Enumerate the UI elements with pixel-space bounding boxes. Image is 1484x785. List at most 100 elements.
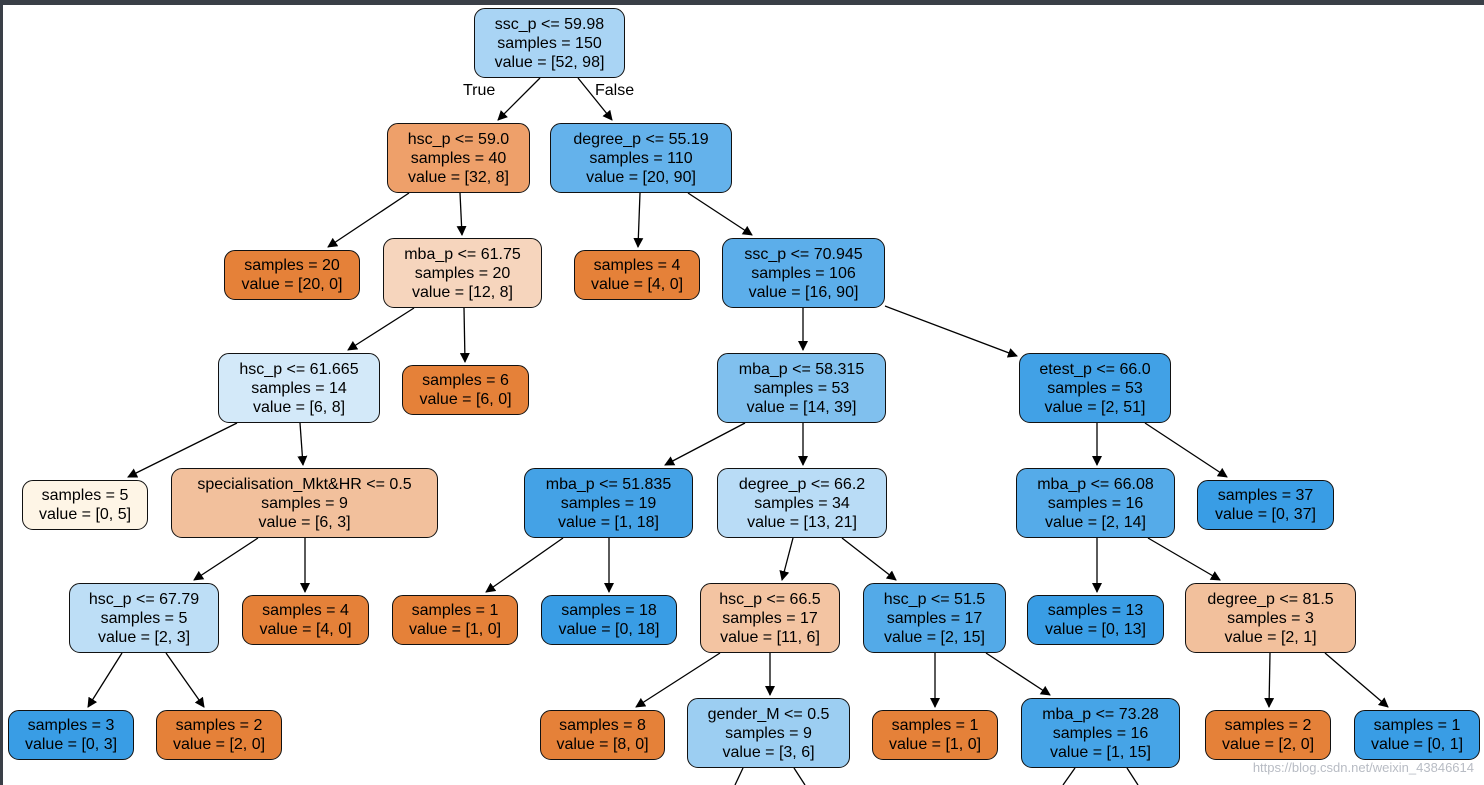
node-line: hsc_p <= 61.665 (239, 360, 359, 378)
node-line: value = [2, 14] (1045, 513, 1146, 531)
node-line: value = [2, 1] (1224, 628, 1317, 646)
node-line: value = [2, 15] (884, 628, 985, 646)
node-line: value = [20, 0] (241, 276, 343, 293)
node-line: value = [16, 90] (748, 283, 859, 301)
node-line: etest_p <= 66.0 (1039, 360, 1151, 378)
node-line: samples = 1 (1373, 717, 1461, 734)
node-line: value = [14, 39] (746, 398, 857, 416)
tree-edge (456, 192, 467, 236)
node-line: hsc_p <= 51.5 (883, 590, 986, 608)
node-line: value = [2, 51] (1044, 398, 1146, 416)
node-line: hsc_p <= 59.0 (407, 130, 510, 148)
tree-edge (347, 307, 415, 351)
tree-leaf-samples-13: samples = 13 value = [0, 13] (1027, 595, 1164, 645)
node-line: samples = 150 (497, 34, 602, 52)
tree-edge (635, 652, 721, 708)
tree-edge (734, 767, 744, 785)
node-line: samples = 3 (1227, 609, 1314, 627)
node-line: value = [0, 1] (1370, 736, 1464, 753)
node-line: value = [2, 0] (1221, 736, 1315, 753)
node-line: samples = 3 (27, 717, 115, 734)
node-line: samples = 19 (560, 494, 657, 512)
tree-edge (664, 422, 746, 466)
node-line: samples = 110 (589, 149, 693, 167)
node-line: value = [2, 0] (172, 736, 266, 753)
tree-edge (485, 537, 564, 593)
node-line: value = [6, 8] (252, 398, 346, 416)
node-line: hsc_p <= 66.5 (719, 590, 821, 608)
node-line: samples = 14 (251, 379, 347, 397)
node-line: degree_p <= 81.5 (1207, 590, 1334, 608)
tree-edge (633, 192, 644, 248)
tree-edge (165, 652, 205, 708)
node-line: value = [0, 13] (1045, 621, 1146, 638)
node-line: gender_M <= 0.5 (707, 705, 830, 723)
tree-edge (297, 422, 308, 466)
node-line: value = [1, 15] (1050, 743, 1151, 761)
node-line: value = [20, 90] (586, 168, 696, 186)
node-line: samples = 16 (1047, 494, 1144, 512)
node-line: samples = 106 (751, 264, 856, 282)
node-line: value = [0, 5] (38, 506, 132, 523)
node-line: ssc_p <= 70.945 (744, 245, 863, 263)
tree-edge (1264, 652, 1275, 708)
node-line: hsc_p <= 67.79 (88, 590, 200, 608)
node-line: samples = 5 (100, 609, 188, 627)
node-line: degree_p <= 66.2 (738, 475, 866, 493)
node-line: value = [3, 6] (722, 743, 815, 761)
node-line: value = [13, 21] (747, 513, 857, 531)
node-line: value = [6, 0] (419, 391, 512, 408)
node-line: samples = 1 (891, 717, 979, 734)
tree-leaf-samples-1-c: samples = 1 value = [0, 1] (1354, 710, 1480, 760)
node-line: value = [6, 3] (258, 513, 351, 531)
node-line: samples = 13 (1047, 602, 1144, 619)
window-top-border (0, 0, 1484, 5)
node-line: samples = 18 (561, 602, 657, 619)
tree-edge (577, 77, 613, 121)
node-line: mba_p <= 58.315 (738, 360, 865, 378)
node-line: samples = 53 (753, 379, 850, 397)
node-line: value = [2, 3] (97, 628, 191, 646)
node-line: samples = 40 (410, 149, 507, 167)
tree-leaf-samples-6: samples = 6 value = [6, 0] (402, 365, 529, 415)
node-line: samples = 16 (1052, 724, 1149, 742)
node-line: mba_p <= 66.08 (1037, 475, 1154, 493)
node-line: samples = 37 (1217, 487, 1314, 504)
node-line: value = [11, 6] (720, 628, 820, 646)
node-line: value = [1, 0] (408, 621, 502, 638)
tree-edge (793, 767, 806, 785)
node-line: mba_p <= 73.28 (1042, 705, 1159, 723)
node-line: samples = 9 (261, 494, 348, 512)
node-line: samples = 34 (754, 494, 850, 512)
node-line: ssc_p <= 59.98 (494, 15, 605, 33)
node-line: value = [12, 8] (412, 283, 513, 301)
tree-edge (459, 307, 470, 363)
tree-edge (1126, 767, 1139, 785)
node-line: samples = 6 (422, 372, 509, 389)
node-line: samples = 4 (593, 257, 681, 274)
tree-edge (1144, 422, 1228, 478)
node-line: value = [32, 8] (408, 168, 509, 186)
tree-edge (1147, 537, 1221, 581)
node-line: samples = 20 (414, 264, 511, 282)
tree-edge (985, 652, 1051, 696)
